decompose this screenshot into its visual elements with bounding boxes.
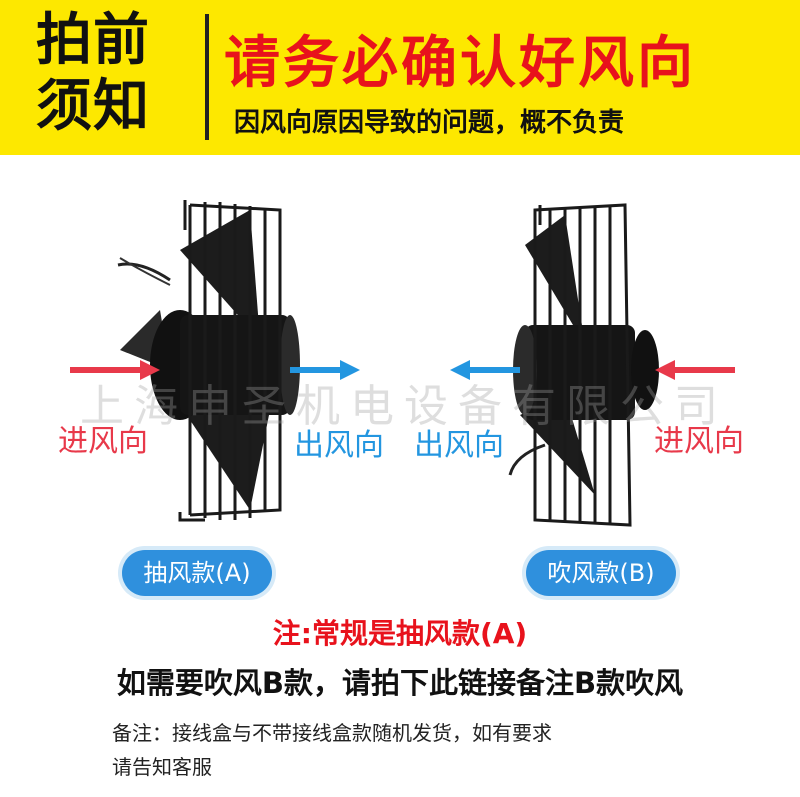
remark-text: 备注：接线盒与不带接线盒款随机发货，如有要求 请告知客服 <box>112 716 732 784</box>
notice-line-2: 须知 <box>36 74 150 139</box>
fan-a-out-arrow <box>290 360 360 380</box>
fan-b-in-arrow <box>655 360 735 380</box>
blowing-type-badge: 吹风款(B) <box>526 550 676 596</box>
banner-divider <box>205 14 209 140</box>
fan-a-in-label: 进风向 <box>58 424 148 459</box>
default-type-note: 注:常规是抽风款(A) <box>272 617 528 650</box>
remark-line-1: 备注：接线盒与不带接线盒款随机发货，如有要求 <box>112 721 552 745</box>
order-instruction: 如需要吹风B款，请拍下此链接备注B款吹风 <box>116 666 684 700</box>
fan-b-image <box>508 203 659 527</box>
fan-a-out-label: 出风向 <box>294 428 384 463</box>
fan-a-in-arrow <box>70 360 160 380</box>
notice-banner: 拍前 须知 请务必确认好风向 因风向原因导致的问题，概不负责 <box>0 0 800 155</box>
banner-subtitle: 因风向原因导致的问题，概不负责 <box>234 108 625 138</box>
fan-b-out-arrow <box>450 360 520 380</box>
remark-line-2: 请告知客服 <box>112 755 212 779</box>
notice-line-1: 拍前 <box>36 8 150 73</box>
notice-heading: 拍前 须知 <box>36 8 186 140</box>
banner-title: 请务必确认好风向 <box>224 31 696 96</box>
fan-b-in-label: 进风向 <box>654 424 744 459</box>
fan-b-out-label: 出风向 <box>414 428 504 463</box>
suction-type-badge: 抽风款(A) <box>122 550 272 596</box>
fan-a-image <box>117 200 300 522</box>
